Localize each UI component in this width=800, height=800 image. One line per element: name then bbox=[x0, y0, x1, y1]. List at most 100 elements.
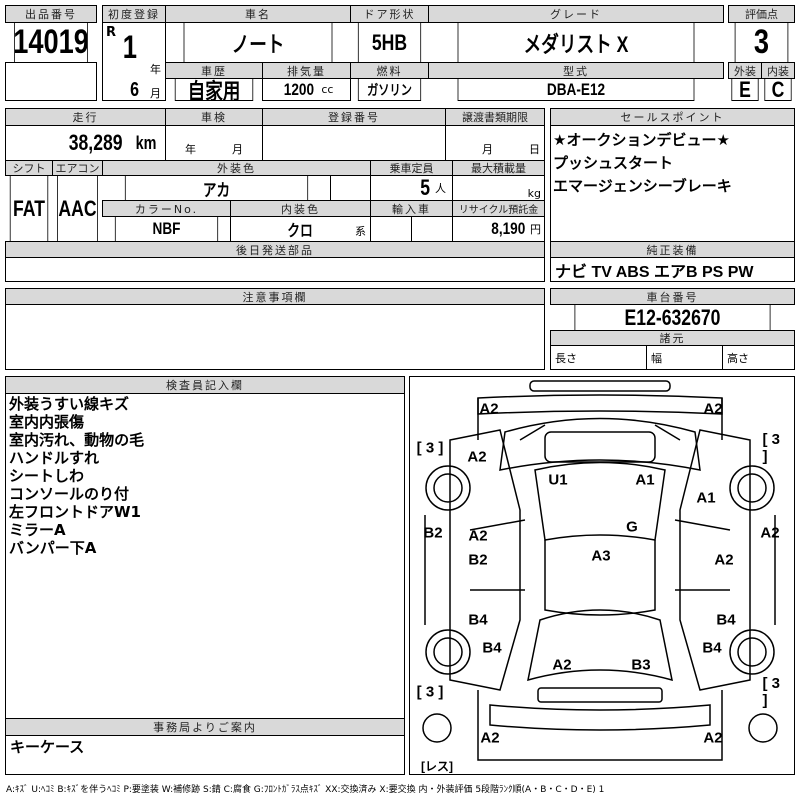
tire-mark: [ 3 ] bbox=[416, 439, 444, 457]
ac: AAC bbox=[57, 175, 98, 242]
empty-cell bbox=[5, 62, 97, 101]
year-unit: 年 bbox=[185, 143, 196, 156]
int-label: 内装 bbox=[761, 62, 795, 79]
chassis-label: 車台番号 bbox=[550, 288, 795, 305]
car-outline-icon bbox=[422, 380, 778, 761]
damage-mark: A2 bbox=[703, 729, 723, 747]
damage-mark: A1 bbox=[635, 471, 655, 489]
transfer-label: 譲渡書類期限 bbox=[445, 108, 545, 126]
history: 自家用 bbox=[174, 78, 254, 101]
displacement-label: 排気量 bbox=[262, 62, 351, 79]
notes-cell bbox=[5, 304, 545, 370]
reg-year: 1 bbox=[122, 29, 138, 65]
damage-diagram bbox=[409, 376, 795, 775]
ext-color-label: 外装色 bbox=[102, 160, 371, 176]
capacity-label: 乗車定員 bbox=[370, 160, 453, 176]
office-label: 事務局よりご案内 bbox=[5, 718, 405, 736]
empty-cell bbox=[330, 175, 371, 201]
door-label: ドア形状 bbox=[350, 5, 429, 23]
lot-label: 出品番号 bbox=[5, 5, 97, 23]
door-type: 5HB bbox=[357, 22, 422, 63]
inspector-note: ハンドルすれ bbox=[9, 449, 100, 467]
first-reg-cell: R 1 年 6 月 bbox=[102, 22, 166, 101]
int-score: C bbox=[764, 78, 792, 101]
damage-mark: A2 bbox=[760, 524, 780, 542]
car-name: ノート bbox=[183, 22, 333, 63]
spare-tire-mark: [レス] bbox=[421, 759, 453, 774]
ext-label: 外装 bbox=[728, 62, 762, 79]
person-unit: 人 bbox=[435, 182, 446, 195]
damage-mark: B4 bbox=[482, 639, 502, 657]
import-label: 輸入車 bbox=[370, 200, 453, 217]
damage-mark: A2 bbox=[480, 729, 500, 747]
year-unit: 年 bbox=[150, 63, 161, 76]
mileage: 38,289 bbox=[68, 130, 123, 155]
sales-points-label: セールスポイント bbox=[550, 108, 795, 126]
displacement: 1200 bbox=[283, 79, 314, 99]
damage-mark: U1 bbox=[548, 471, 568, 489]
inspector-note: 室内汚れ、動物の毛 bbox=[9, 431, 145, 449]
inspection-cell: 年月 bbox=[165, 125, 263, 161]
office-note: キーケース bbox=[10, 738, 85, 756]
km-unit: km bbox=[135, 132, 157, 153]
inspector-note: 左フロントドアW1 bbox=[9, 503, 141, 521]
model-label: 型式 bbox=[428, 62, 724, 79]
tire-mark: [ 3 ] bbox=[762, 675, 781, 709]
color-no-label: カラーNo. bbox=[102, 200, 231, 217]
reg-no-label: 登録番号 bbox=[262, 108, 446, 126]
month-unit: 月 bbox=[232, 143, 243, 156]
capacity: 5 bbox=[419, 175, 430, 200]
car-name-label: 車名 bbox=[165, 5, 351, 23]
tire-mark: [ 3 ] bbox=[416, 683, 444, 701]
reg-month: 6 bbox=[130, 79, 140, 101]
length-cell: 長さ bbox=[550, 345, 647, 370]
month-unit: 月 bbox=[482, 143, 493, 156]
spec-label: 諸元 bbox=[550, 330, 795, 346]
equipment: ナビ TV ABS エアB PS PW bbox=[550, 257, 795, 282]
mileage-label: 走行 bbox=[5, 108, 166, 126]
damage-mark: A2 bbox=[714, 551, 734, 569]
color-suffix: 系 bbox=[355, 225, 366, 238]
grade-label: グレード bbox=[428, 5, 724, 23]
transfer-cell: 月日 bbox=[445, 125, 545, 161]
shift-label: シフト bbox=[5, 160, 53, 176]
damage-mark: B2 bbox=[468, 551, 488, 569]
sales-points-list: ★オークションデビュー★ プッシュスタート エマージェンシーブレーキ bbox=[553, 129, 732, 198]
max-load-label: 最大積載量 bbox=[452, 160, 545, 176]
import-cell bbox=[411, 216, 453, 242]
ext-color: アカ bbox=[124, 175, 309, 201]
int-color: クロ bbox=[287, 223, 314, 240]
inspector-note: シートしわ bbox=[9, 467, 85, 485]
day-unit: 日 bbox=[529, 143, 540, 156]
shift: FAT bbox=[9, 175, 49, 242]
chassis-number: E12-632670 bbox=[574, 304, 771, 331]
height-cell: 高さ bbox=[722, 345, 795, 370]
damage-mark: A2 bbox=[467, 448, 487, 466]
legend: A:ｷｽﾞ U:ﾍｺﾐ B:ｷｽﾞを伴うﾍｺﾐ P:要塗装 W:補修跡 S:錆 … bbox=[6, 785, 605, 795]
import-cell bbox=[370, 216, 412, 242]
damage-mark: B2 bbox=[423, 524, 443, 542]
sales-point: エマージェンシーブレーキ bbox=[553, 177, 732, 195]
model: DBA-E12 bbox=[457, 78, 695, 101]
inspection-label: 車検 bbox=[165, 108, 263, 126]
width-cell: 幅 bbox=[646, 345, 723, 370]
ext-score: E bbox=[731, 78, 759, 101]
inspector-note: バンパー下A bbox=[9, 539, 97, 557]
damage-mark: B4 bbox=[702, 639, 722, 657]
color-no: NBF bbox=[114, 216, 219, 242]
yen-unit: 円 bbox=[530, 223, 541, 236]
fuel-label: 燃料 bbox=[350, 62, 429, 79]
kg-unit: kg bbox=[452, 175, 545, 201]
fuel: ガソリン bbox=[357, 78, 422, 101]
inspector-note: 外装うすい線キズ bbox=[9, 395, 130, 413]
overall-score: 3 bbox=[734, 22, 789, 63]
damage-mark: A3 bbox=[591, 547, 611, 565]
cc-unit: cc bbox=[321, 83, 334, 96]
later-parts-cell bbox=[5, 257, 545, 282]
damage-mark: A2 bbox=[479, 400, 499, 418]
sales-point: ★オークションデビュー★ bbox=[553, 131, 730, 149]
recycle-label: リサイクル預託金 bbox=[452, 200, 545, 217]
